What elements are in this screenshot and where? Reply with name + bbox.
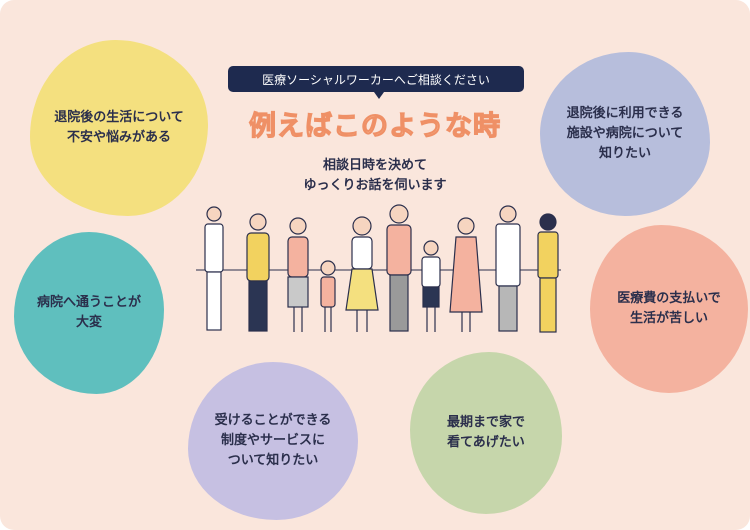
physician-figure [495,205,521,332]
doctor-figure [204,206,224,331]
elderly-woman-figure [287,217,309,332]
mother-figure [345,216,379,332]
elderly-man-figure [246,213,270,332]
nurse-figure [449,217,483,332]
case-bubble-post-discharge-worries: 退院後の生活について 不安や悩みがある [30,40,208,216]
case-bubble-facilities-info: 退院後に利用できる 施設や病院について 知りたい [540,52,710,216]
father-figure [386,204,412,332]
case-bubble-home-care: 最期まで家で 看てあげたい [410,352,562,514]
page-title: 例えばこのような時 [248,110,501,142]
case-bubble-services-info: 受けることができる 制度やサービスに ついて知りたい [188,362,358,520]
girl-figure [320,260,336,332]
boy-figure [421,240,441,332]
social-worker-figure [537,213,559,333]
case-bubble-medical-costs: 医療費の支払いで 生活が苦しい [590,225,748,393]
subtitle: 相談日時を決めて ゆっくりお話を伺います [303,158,447,193]
case-bubble-hospital-commute: 病院へ通うことが 大変 [14,232,164,394]
speech-bubble-banner: 医療ソーシャルワーカーへご相談ください [228,66,524,99]
people-illustration [196,204,561,333]
